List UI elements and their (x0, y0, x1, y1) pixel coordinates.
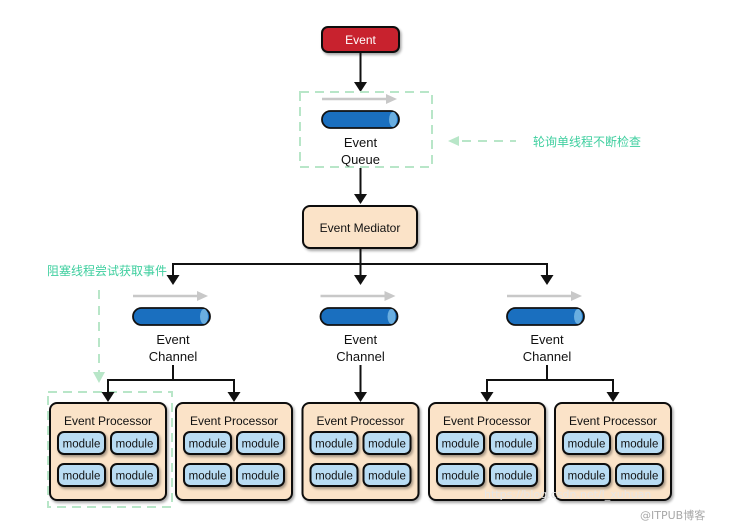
module-node: module (57, 431, 106, 455)
blocking-annotation: 阻塞线程尝试获取事件 (47, 264, 168, 278)
module-node: module (236, 431, 285, 455)
polling-annotation-arrow-icon (448, 136, 516, 146)
watermark-url: https://blog.csdn.net/l_xuhuan (484, 488, 652, 501)
polling-annotation: 轮询单线程不断检查 (533, 135, 642, 149)
arrowhead (354, 82, 367, 92)
module-node: module (110, 463, 159, 487)
event-label: Event (345, 33, 376, 47)
module-label: module (63, 471, 101, 483)
module-node: module (489, 463, 538, 487)
module-label: module (315, 439, 353, 451)
module-label: module (116, 439, 154, 451)
module-label: module (442, 439, 480, 451)
module-node: module (236, 463, 285, 487)
channel-label-line2: Channel (523, 349, 572, 364)
queue-highlight-dashed-box (299, 91, 433, 168)
module-label: module (189, 471, 227, 483)
module-label: module (621, 471, 659, 483)
processor-label: Event Processor (64, 414, 152, 428)
channel-to-processor-connector (354, 365, 367, 402)
module-node: module (436, 431, 485, 455)
channel-pipe-icon (132, 307, 211, 326)
processor-label: Event Processor (443, 414, 531, 428)
module-node: module (309, 431, 359, 455)
channel-pipe-icon (506, 307, 585, 326)
module-node: module (362, 431, 412, 455)
mediator-to-channels-connector (166, 249, 554, 285)
module-node: module (562, 463, 611, 487)
event-processor-node: Event Processor module module module module (175, 402, 293, 501)
channel-label-line1: Event (156, 332, 190, 347)
event-processor-node: Event Processor module module module module (554, 402, 672, 501)
module-node: module (309, 463, 359, 487)
module-label: module (368, 471, 406, 483)
event-processor-node: Event Processor module module module module (49, 402, 167, 501)
module-label: module (368, 439, 406, 451)
module-node: module (57, 463, 106, 487)
channel-flow-arrow-icon (133, 291, 208, 301)
watermark-brand: @ITPUB博客 (640, 509, 706, 522)
channel-pipe-icon (319, 307, 399, 326)
queue-label-line1: Event (344, 135, 378, 150)
module-label: module (442, 471, 480, 483)
processor-label: Event Processor (190, 414, 278, 428)
module-node: module (436, 463, 485, 487)
channel-to-processor-connector (480, 365, 620, 402)
module-label: module (568, 471, 606, 483)
queue-flow-arrow-icon (322, 94, 397, 104)
module-label: module (621, 439, 659, 451)
module-label: module (495, 471, 533, 483)
module-label: module (568, 439, 606, 451)
module-label: module (116, 471, 154, 483)
processor-label: Event Processor (569, 414, 657, 428)
mediator-label: Event Mediator (320, 221, 401, 235)
module-node: module (615, 463, 664, 487)
processor-label: Event Processor (316, 414, 404, 428)
event-processor-node: Event Processor module module module module (428, 402, 546, 501)
module-label: module (242, 471, 280, 483)
channel-label-line1: Event (344, 332, 378, 347)
module-label: module (189, 439, 227, 451)
module-node: module (183, 463, 232, 487)
queue-label-line2: Queue (341, 152, 380, 167)
queue-pipe-icon (321, 110, 400, 129)
channel-label-line1: Event (530, 332, 564, 347)
module-node: module (562, 431, 611, 455)
channel-label-line2: Channel (336, 349, 385, 364)
module-node: module (110, 431, 159, 455)
module-node: module (362, 463, 412, 487)
event-processor-node: Event Processor module module module module (301, 402, 420, 501)
channel-label-line2: Channel (149, 349, 198, 364)
mediator-node: Event Mediator (302, 205, 418, 249)
module-label: module (315, 471, 353, 483)
arrowhead (354, 194, 367, 204)
channel-to-processor-connector (101, 365, 241, 402)
module-node: module (183, 431, 232, 455)
module-label: module (495, 439, 533, 451)
module-label: module (63, 439, 101, 451)
module-node: module (615, 431, 664, 455)
module-node: module (489, 431, 538, 455)
channel-flow-arrow-icon (507, 291, 582, 301)
blocking-annotation-arrow-icon (93, 290, 105, 383)
event-node: Event (321, 26, 400, 53)
channel-flow-arrow-icon (320, 291, 396, 301)
module-label: module (242, 439, 280, 451)
